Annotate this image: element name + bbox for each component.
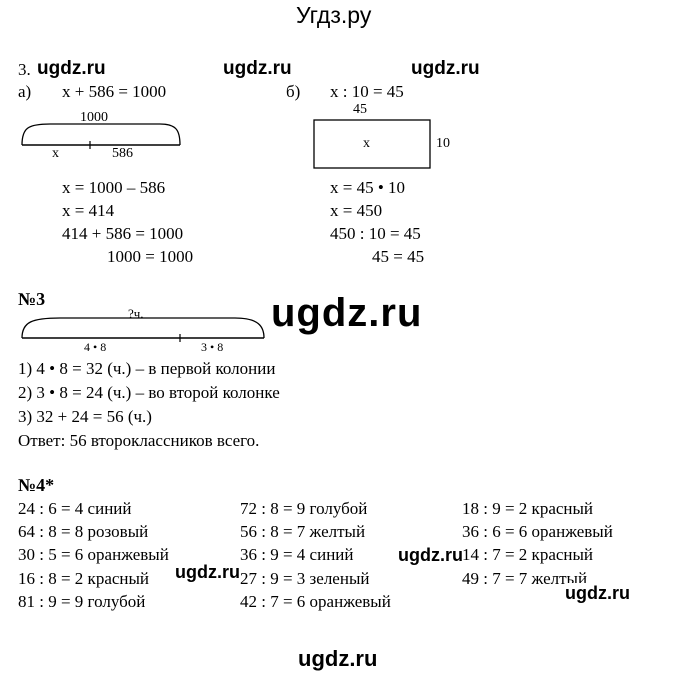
diagram-3-right: 3 • 8 [201, 340, 224, 354]
col2-row: 56 : 8 = 7 желтый [240, 522, 366, 541]
col1-row: 24 : 6 = 4 синий [18, 499, 132, 518]
solution-line: 2) 3 • 8 = 24 (ч.) – во второй колонке [18, 383, 280, 402]
col1-row: 64 : 8 = 8 розовый [18, 522, 149, 541]
part-a-equation: x + 586 = 1000 [62, 82, 167, 101]
part-a-step: x = 1000 – 586 [62, 178, 166, 197]
part-b-equation: x : 10 = 45 [330, 82, 404, 101]
diagram-a-total: 1000 [80, 110, 108, 125]
task-number: 3. [18, 60, 31, 79]
answer-line: Ответ: 56 второклассников всего. [18, 431, 260, 450]
col2-row: 72 : 8 = 9 голубой [240, 499, 368, 518]
part-a-label: а) [18, 82, 32, 101]
watermark: ugdz.ru [271, 291, 423, 335]
part-b-step: 45 = 45 [372, 247, 425, 266]
part-a-step: 1000 = 1000 [107, 247, 194, 266]
watermark: ugdz.ru [565, 583, 630, 604]
col3-row: 18 : 9 = 2 красный [462, 499, 594, 518]
col3-row: 36 : 6 = 6 оранжевый [462, 522, 613, 541]
diagram-b-top: 45 [353, 102, 367, 117]
col3-row: 49 : 7 = 7 желтый [462, 569, 588, 588]
problem-4-header: №4* [18, 475, 55, 495]
diagram-b-center: x [363, 136, 370, 151]
watermark: ugdz.ru [411, 58, 480, 79]
watermark: ugdz.ru [223, 58, 292, 79]
part-a-step: 414 + 586 = 1000 [62, 224, 184, 243]
solution-line: 1) 4 • 8 = 32 (ч.) – в первой колонии [18, 359, 276, 378]
diagram-a-right: 586 [112, 146, 133, 161]
part-b-step: x = 450 [330, 201, 383, 220]
col3-row: 14 : 7 = 2 красный [462, 545, 594, 564]
problem-3-header: №3 [18, 289, 46, 309]
part-b-label: б) [286, 82, 301, 101]
watermark: ugdz.ru [175, 562, 240, 583]
watermark: ugdz.ru [398, 545, 463, 566]
watermark: ugdz.ru [298, 646, 378, 671]
col2-row: 42 : 7 = 6 оранжевый [240, 592, 391, 611]
part-b-step: 450 : 10 = 45 [330, 224, 421, 243]
col2-row: 27 : 9 = 3 зеленый [240, 569, 370, 588]
diagram-b-side: 10 [436, 136, 450, 151]
col1-row: 81 : 9 = 9 голубой [18, 592, 146, 611]
col1-row: 16 : 8 = 2 красный [18, 569, 150, 588]
part-b-step: x = 45 • 10 [330, 178, 406, 197]
watermark: ugdz.ru [37, 58, 106, 79]
diagram-3-left: 4 • 8 [84, 340, 107, 354]
col2-row: 36 : 9 = 4 синий [240, 545, 354, 564]
site-title: Угдз.ру [296, 2, 372, 28]
solution-line: 3) 32 + 24 = 56 (ч.) [18, 407, 152, 426]
col1-row: 30 : 5 = 6 оранжевый [18, 545, 169, 564]
part-a-step: x = 414 [62, 201, 115, 220]
diagram-3-total: ?ч. [128, 306, 144, 321]
diagram-a-left: x [52, 146, 59, 161]
